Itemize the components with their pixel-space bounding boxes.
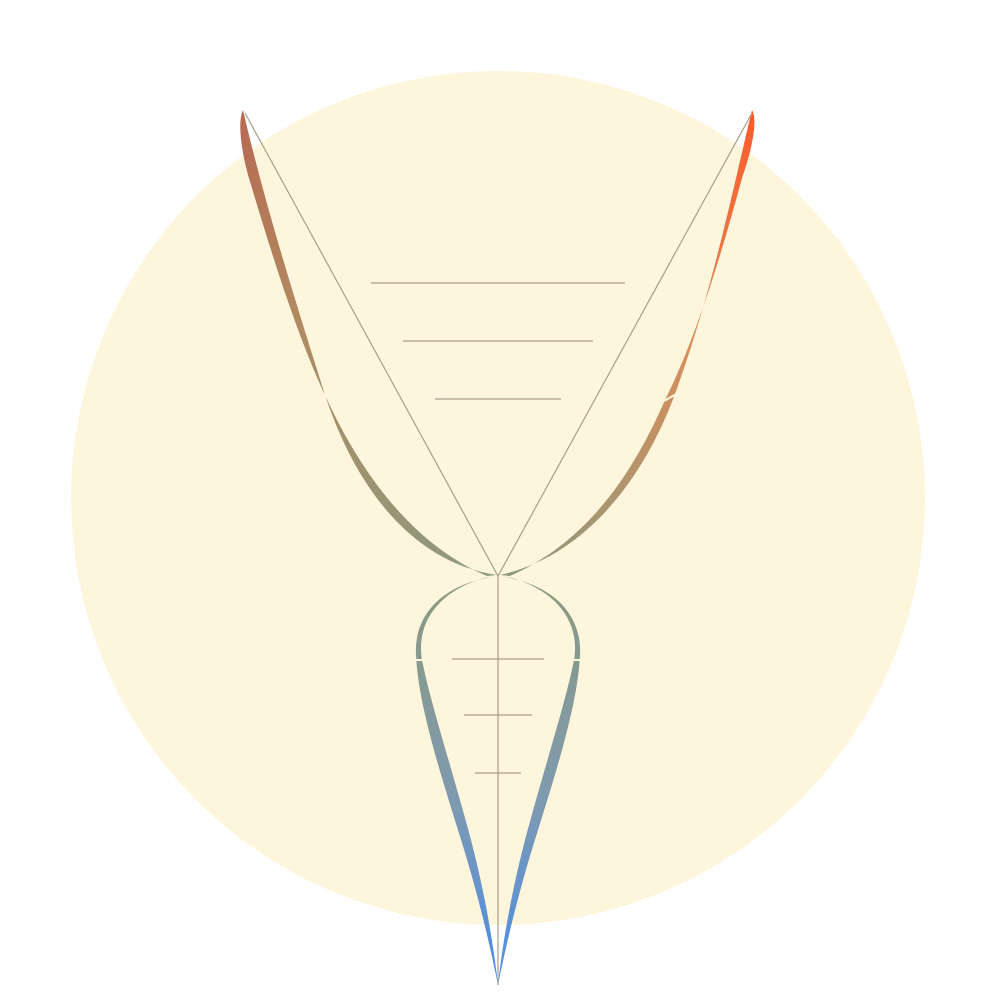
petal-group [240,110,755,985]
lower-right-petal [498,576,581,985]
upper-left-petal [240,110,497,576]
lower-left-petal [415,576,498,985]
left-petal-gap [321,392,337,402]
lower-rules [452,658,544,774]
upper-rules [371,282,625,400]
left-guide-line [244,112,499,577]
right-guide-line [497,112,753,577]
upper-right-petal [500,110,755,576]
right-petal-gap [663,392,679,402]
guide-lines [244,112,753,985]
